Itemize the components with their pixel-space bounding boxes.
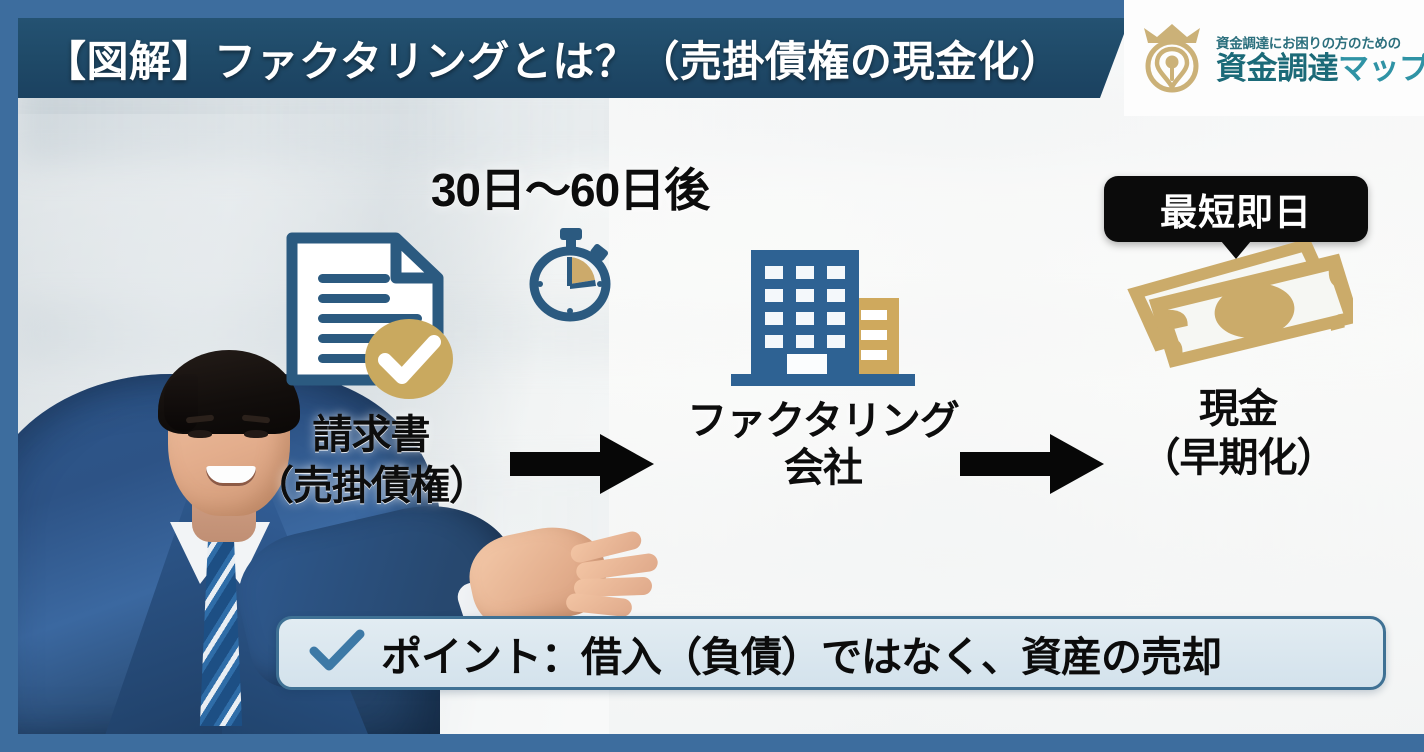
logo-name-kana: マップ	[1338, 51, 1424, 86]
badge-text: 最短即日	[1160, 192, 1312, 233]
striped-necktie	[199, 536, 243, 726]
node-invoice: 請求書 （売掛債権）	[246, 230, 496, 509]
header: 【図解】ファクタリングとは？（売掛債権の現金化） 資金調達にお困りの方のための …	[0, 0, 1424, 116]
invoice-label-line2: （売掛債権）	[254, 463, 489, 508]
check-mark-icon	[309, 629, 365, 678]
timing-annotation: 30日〜60日後	[410, 154, 730, 333]
crown-map-pin-icon	[1138, 21, 1206, 95]
cash-label-line2: （早期化）	[1140, 435, 1337, 480]
timing-caption: 30日〜60日後	[430, 164, 710, 216]
logo-name-kanji: 資金調達	[1216, 51, 1339, 86]
right-arrow-icon	[958, 430, 1106, 503]
logo-text-block: 資金調達にお困りの方のための 資金調達マップ	[1216, 32, 1424, 84]
node-factoring-company: ファクタリング 会社	[638, 242, 1008, 491]
point-banner: ポイント：借入（負債）ではなく、資産の売却	[276, 616, 1386, 690]
right-arrow-icon	[508, 430, 656, 503]
hair	[158, 350, 300, 434]
header-bar: 【図解】ファクタリングとは？（売掛債権の現金化）	[18, 18, 1130, 98]
company-label-line1: ファクタリング	[687, 399, 959, 443]
site-logo: 資金調達にお困りの方のための 資金調達マップ	[1124, 0, 1424, 116]
status-badge: 最短即日	[1104, 176, 1368, 259]
invoice-document-check-icon	[246, 230, 496, 407]
frame-left	[0, 0, 18, 752]
logo-tagline: 資金調達にお困りの方のための	[1216, 36, 1401, 51]
cash-label-line1: 現金	[1199, 387, 1278, 431]
company-label-line2: 会社	[784, 445, 863, 490]
page-title: 【図解】ファクタリングとは？（売掛債権の現金化）	[44, 37, 1063, 85]
office-building-icon	[638, 242, 1008, 397]
smiling-mouth	[206, 466, 256, 486]
banknotes-icon	[1093, 237, 1383, 383]
content-area: 30日〜60日後	[18, 18, 1424, 734]
node-cash: 現金 （早期化）	[1093, 237, 1383, 481]
invoice-label-line1: 請求書	[312, 413, 431, 457]
businessman-photo	[18, 114, 659, 734]
stopwatch-icon	[410, 224, 730, 333]
eye-right	[244, 430, 268, 438]
eye-left	[188, 430, 212, 438]
logo-name: 資金調達マップ	[1216, 53, 1424, 84]
factoring-flow-diagram: 30日〜60日後	[18, 134, 1424, 654]
point-banner-text: ポイント：借入（負債）ではなく、資産の売却	[381, 634, 1222, 680]
frame-bottom	[0, 734, 1424, 752]
